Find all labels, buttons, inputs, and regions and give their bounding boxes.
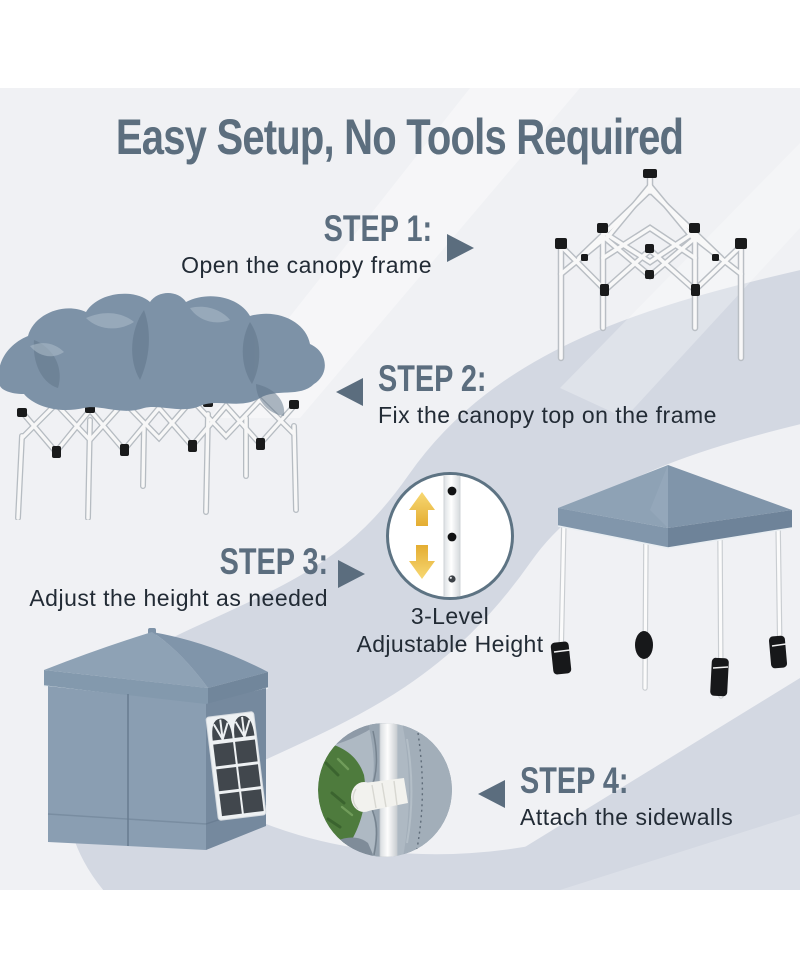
height-down-arrow-icon xyxy=(409,545,435,579)
sidewall-window xyxy=(205,711,267,821)
step-4-arrow-left-icon xyxy=(478,780,505,808)
step-3-block: STEP 3: Adjust the height as needed xyxy=(29,543,328,613)
step-1-description: Open the canopy frame xyxy=(181,252,432,278)
title-wrap: Easy Setup, No Tools Required xyxy=(0,108,800,166)
step-3-arrow-right-icon xyxy=(338,560,365,588)
canopy-frame-illustration xyxy=(555,169,747,362)
height-pole-icon xyxy=(409,475,461,597)
velcro-strap-icon xyxy=(318,723,452,857)
step-4-label: STEP 4: xyxy=(520,760,629,801)
step-2-block: STEP 2: Fix the canopy top on the frame xyxy=(378,360,717,430)
folded-canopy-illustration xyxy=(0,293,325,520)
step-4-block: STEP 4: Attach the sidewalls xyxy=(520,762,733,832)
velcro-strap-detail-circle xyxy=(318,723,452,857)
step-3-label: STEP 3: xyxy=(219,541,328,582)
sidewall-tent-illustration xyxy=(43,628,269,850)
step-1-block: STEP 1: Open the canopy frame xyxy=(181,210,432,280)
height-callout-line1: 3-Level xyxy=(410,603,490,629)
step-2-arrow-left-icon xyxy=(336,378,363,406)
step-2-description: Fix the canopy top on the frame xyxy=(378,402,717,428)
step-3-description: Adjust the height as needed xyxy=(29,585,328,611)
step-1-label: STEP 1: xyxy=(323,208,432,249)
height-callout-line2: Adjustable Height xyxy=(356,631,544,658)
height-up-arrow-icon xyxy=(409,492,435,526)
height-callout: 3-Level Adjustable Height xyxy=(320,602,580,658)
canopy-tent-illustration xyxy=(550,465,793,699)
step-1-arrow-right-icon xyxy=(447,234,474,262)
infographic-art-area: Easy Setup, No Tools Required STEP 1: Op… xyxy=(0,88,800,890)
step-4-description: Attach the sidewalls xyxy=(520,804,734,830)
height-adjust-detail-circle xyxy=(386,472,514,600)
step-2-label: STEP 2: xyxy=(378,358,487,399)
page-title: Easy Setup, No Tools Required xyxy=(116,109,684,165)
